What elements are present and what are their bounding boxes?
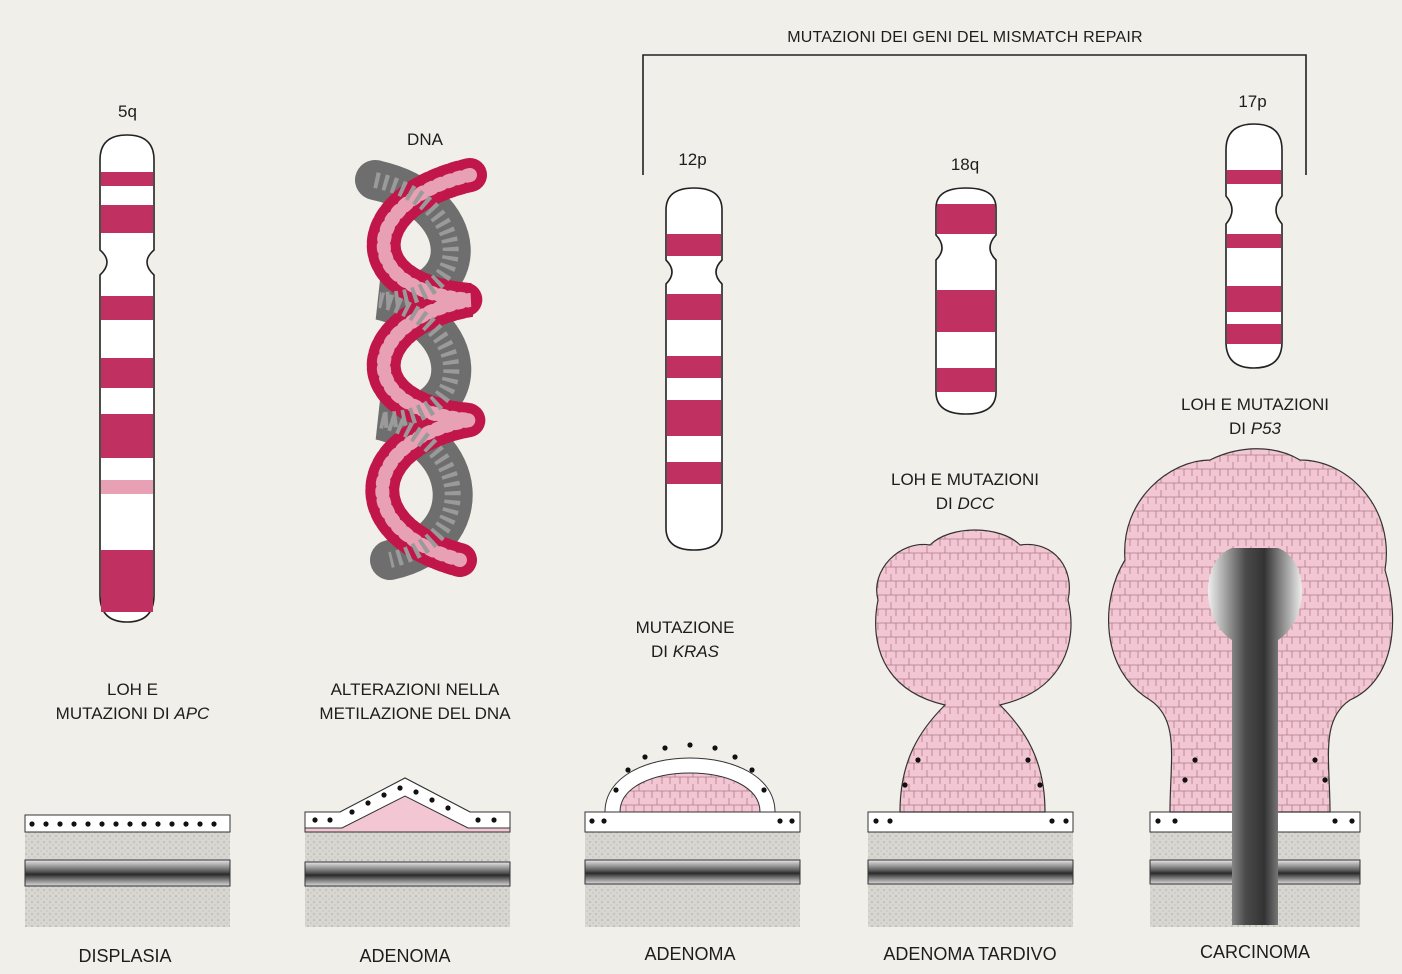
event-p53-line2: DI P53 bbox=[1150, 417, 1360, 441]
event-apc-line1: LOH E bbox=[20, 678, 245, 702]
event-kras-line2: DI KRAS bbox=[610, 640, 760, 664]
stage-displasia: DISPLASIA bbox=[30, 944, 220, 968]
gene-dcc: DCC bbox=[957, 494, 994, 513]
chromosome-17p bbox=[1226, 124, 1282, 368]
tissue-displasia bbox=[25, 815, 230, 927]
event-p53: LOH E MUTAZIONI DI P53 bbox=[1150, 393, 1360, 441]
event-apc-line2: MUTAZIONI DI APC bbox=[20, 702, 245, 726]
event-kras-line1: MUTAZIONE bbox=[610, 616, 760, 640]
tissue-adenoma-late bbox=[868, 530, 1073, 927]
tissue-carcinoma bbox=[1109, 449, 1393, 927]
dna-label: DNA bbox=[395, 128, 455, 152]
event-kras: MUTAZIONE DI KRAS bbox=[610, 616, 760, 664]
event-methylation: ALTERAZIONI NELLA METILAZIONE DEL DNA bbox=[285, 678, 545, 726]
chromosome-5q-label: 5q bbox=[100, 100, 155, 124]
stage-adenoma-intermediate: ADENOMA bbox=[595, 942, 785, 966]
event-p53-line1: LOH E MUTAZIONI bbox=[1150, 393, 1360, 417]
chromosome-17p-label: 17p bbox=[1225, 90, 1280, 114]
gene-apc: APC bbox=[174, 704, 209, 723]
event-methylation-line1: ALTERAZIONI NELLA bbox=[285, 678, 545, 702]
stage-adenoma-early: ADENOMA bbox=[310, 944, 500, 968]
event-dcc-line2: DI DCC bbox=[860, 492, 1070, 516]
mismatch-repair-title: MUTAZIONI DEI GENI DEL MISMATCH REPAIR bbox=[700, 26, 1230, 50]
chromosome-18q-label: 18q bbox=[935, 153, 995, 177]
chromosome-5q bbox=[100, 135, 154, 622]
chromosome-18q bbox=[936, 188, 996, 414]
gene-kras: KRAS bbox=[673, 642, 719, 661]
dna-helix bbox=[375, 175, 470, 560]
tissue-adenoma-intermediate bbox=[585, 742, 800, 927]
chromosome-12p bbox=[666, 188, 722, 550]
stage-carcinoma: CARCINOMA bbox=[1155, 940, 1355, 964]
chromosome-12p-label: 12p bbox=[665, 148, 720, 172]
event-apc: LOH E MUTAZIONI DI APC bbox=[20, 678, 245, 726]
event-methylation-line2: METILAZIONE DEL DNA bbox=[285, 702, 545, 726]
tissue-adenoma-early bbox=[305, 778, 510, 927]
event-dcc-line1: LOH E MUTAZIONI bbox=[860, 468, 1070, 492]
event-dcc: LOH E MUTAZIONI DI DCC bbox=[860, 468, 1070, 516]
stage-adenoma-late: ADENOMA TARDIVO bbox=[860, 942, 1080, 966]
gene-p53: P53 bbox=[1251, 419, 1281, 438]
